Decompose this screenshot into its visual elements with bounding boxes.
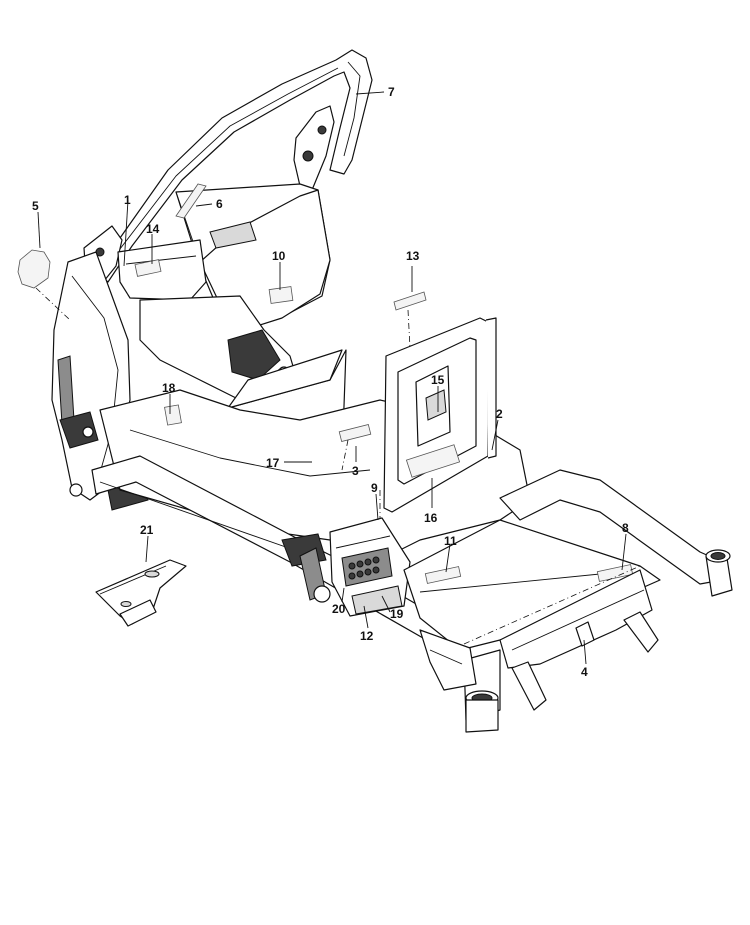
callout-18: 18: [162, 381, 176, 395]
decal-5-shape: [17, 249, 51, 289]
callout-1: 1: [124, 193, 131, 207]
callout-labels: 1 2 3 4 5 6 7 8 9 10 11 12 13 14 15 16 1…: [32, 85, 629, 679]
upright-panel-bracket: [383, 317, 497, 513]
loose-parts: [17, 183, 427, 627]
decal-14-shape: [134, 259, 162, 277]
decal-3-shape: [338, 424, 372, 442]
callout-11: 11: [444, 534, 457, 548]
callout-10: 10: [272, 249, 286, 263]
callout-6: 6: [216, 197, 223, 211]
callout-12: 12: [360, 629, 374, 643]
callout-8: 8: [622, 521, 629, 535]
plate-21: [95, 559, 187, 627]
decal-6-shape: [175, 183, 207, 219]
callout-3: 3: [352, 464, 359, 478]
callout-21: 21: [140, 523, 154, 537]
callout-19: 19: [390, 607, 404, 621]
right-side-rail: [499, 469, 733, 597]
terminal-block: [348, 556, 380, 580]
callout-9: 9: [371, 481, 378, 495]
callout-7: 7: [388, 85, 395, 99]
front-bumper: [499, 569, 653, 669]
control-panel-assembly: [329, 517, 411, 617]
callout-20: 20: [332, 602, 346, 616]
lower-left-hose: [419, 629, 477, 691]
callout-15: 15: [431, 373, 445, 387]
mower-frame-illustration: [51, 49, 733, 733]
decal-13-shape: [393, 291, 427, 311]
callout-17: 17: [266, 456, 280, 470]
callout-13: 13: [406, 249, 420, 263]
callout-14: 14: [146, 222, 160, 236]
callout-4: 4: [581, 665, 588, 679]
callout-16: 16: [424, 511, 438, 525]
decal-10-shape: [268, 286, 294, 304]
leader-lines: [37, 91, 627, 665]
callout-5: 5: [32, 199, 39, 213]
callout-2: 2: [496, 407, 503, 421]
dashed-pointers: [35, 287, 411, 518]
